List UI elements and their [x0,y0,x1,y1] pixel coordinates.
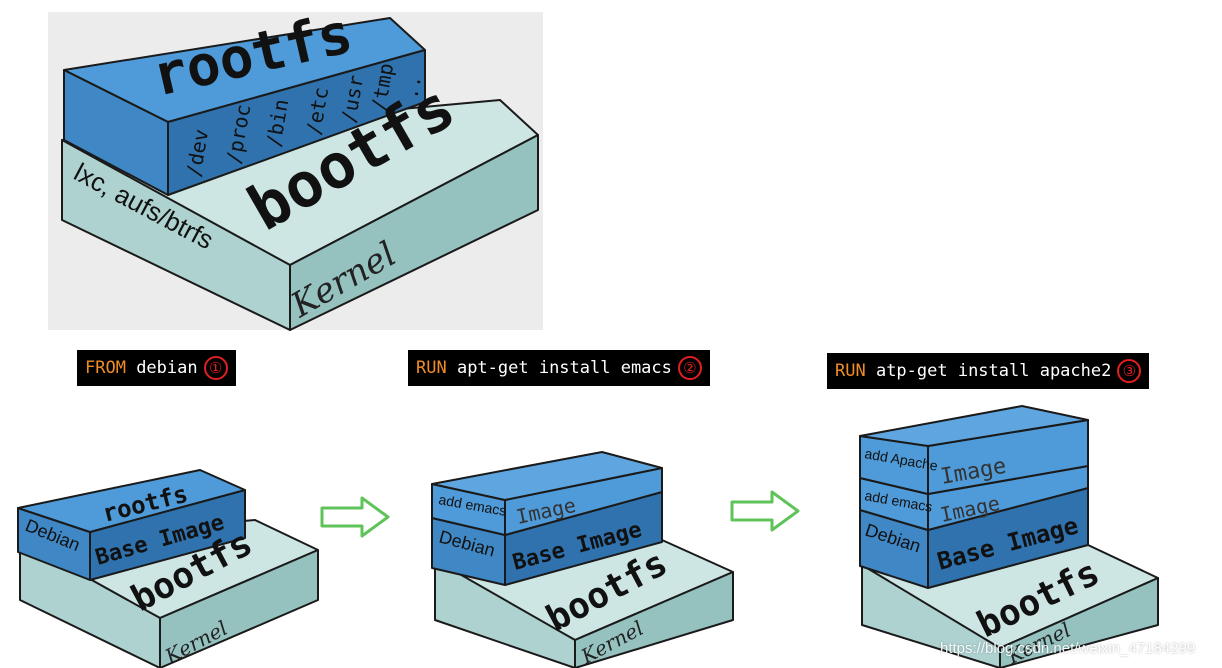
arrow-1-icon [320,496,390,538]
s1-bootfs-front [19,539,161,668]
s2-bootfs-side [574,571,734,668]
step-1-keyword: FROM [85,358,126,378]
s3-top [859,405,1089,447]
stack-1 [17,469,319,668]
step-1-number: ① [203,356,228,380]
s1-rootfs-top [17,469,246,533]
s3-bootfs-side [999,577,1159,668]
top-stack [61,17,539,331]
s1-bootfs-side [159,549,319,668]
top-bootfs-side-face [289,134,539,331]
stack-3 [859,405,1159,668]
step-2-keyword: RUN [416,358,447,378]
watermark: https://blog.csdn.net/weixin_47184299 [940,640,1196,657]
top-dir-more: .. [398,73,426,101]
top-rootfs-front-face [167,49,426,196]
step-3-number: ③ [1117,359,1142,383]
step-1-text: debian [125,358,198,378]
s3-bootfs-front [861,564,1001,668]
stack-2 [431,451,734,668]
step-3-keyword: RUN [835,361,866,381]
s2-bootfs-front [434,559,576,668]
step-2-text: apt-get install emacs [446,358,672,378]
step-2-number: ② [677,356,702,380]
step-3-text: atp-get install apache2 [865,361,1112,381]
arrow-2-icon [730,490,800,532]
s2-top [431,451,663,501]
